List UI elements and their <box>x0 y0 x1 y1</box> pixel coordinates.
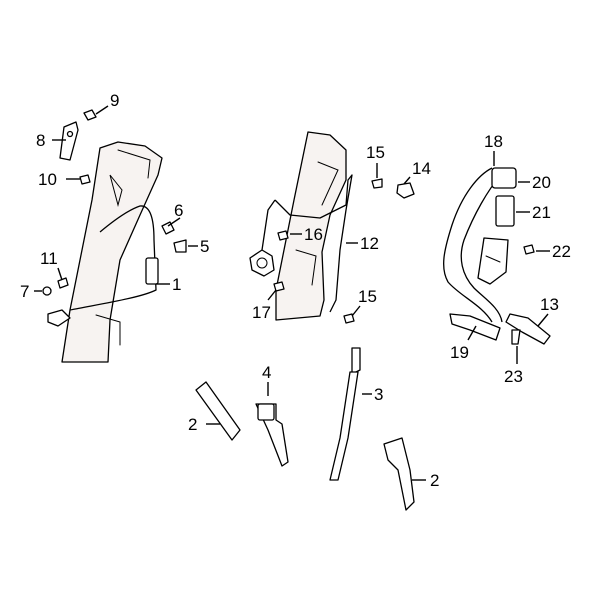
callout-13: 13 <box>540 295 559 314</box>
center-seat-belt-retractor <box>249 174 353 313</box>
callout-15-upper: 15 <box>366 143 385 162</box>
callout-9: 9 <box>110 91 119 110</box>
right-seat-belt-assembly <box>442 167 551 345</box>
center-pillar-trim <box>275 131 347 321</box>
callout-1: 1 <box>172 275 181 294</box>
buckle-left <box>255 403 289 467</box>
callout-2-left: 2 <box>188 415 197 434</box>
small-fasteners-right <box>523 244 535 255</box>
buckle-sleeve-left <box>195 381 241 441</box>
callout-19: 19 <box>450 343 469 362</box>
small-fasteners-left <box>42 109 187 296</box>
callout-3: 3 <box>374 385 383 404</box>
callout-12: 12 <box>360 234 379 253</box>
callout-20: 20 <box>532 173 551 192</box>
callout-labels: 9 8 10 6 5 11 7 1 15 14 16 12 17 15 18 2… <box>20 91 571 490</box>
callout-10: 10 <box>38 170 57 189</box>
callout-21: 21 <box>532 203 551 222</box>
callout-5: 5 <box>200 237 209 256</box>
callout-7: 7 <box>20 282 29 301</box>
center-lap-belt <box>329 347 361 481</box>
left-pillar-trim <box>61 141 163 363</box>
callout-6: 6 <box>174 201 183 220</box>
small-fasteners-center <box>273 178 415 324</box>
left-upper-bracket <box>59 121 79 161</box>
callout-15-lower: 15 <box>358 287 377 306</box>
callout-17: 17 <box>252 303 271 322</box>
buckle-right <box>383 437 415 511</box>
callout-2-right: 2 <box>430 471 439 490</box>
callout-4: 4 <box>262 363 271 382</box>
left-seat-belt-retractor <box>47 205 159 327</box>
callout-23: 23 <box>504 367 523 386</box>
callout-14: 14 <box>412 159 431 178</box>
callout-22: 22 <box>552 242 571 261</box>
callout-8: 8 <box>36 131 45 150</box>
callout-leaders <box>34 105 550 481</box>
callout-18: 18 <box>484 132 503 151</box>
callout-16: 16 <box>304 225 323 244</box>
callout-11: 11 <box>40 249 58 268</box>
